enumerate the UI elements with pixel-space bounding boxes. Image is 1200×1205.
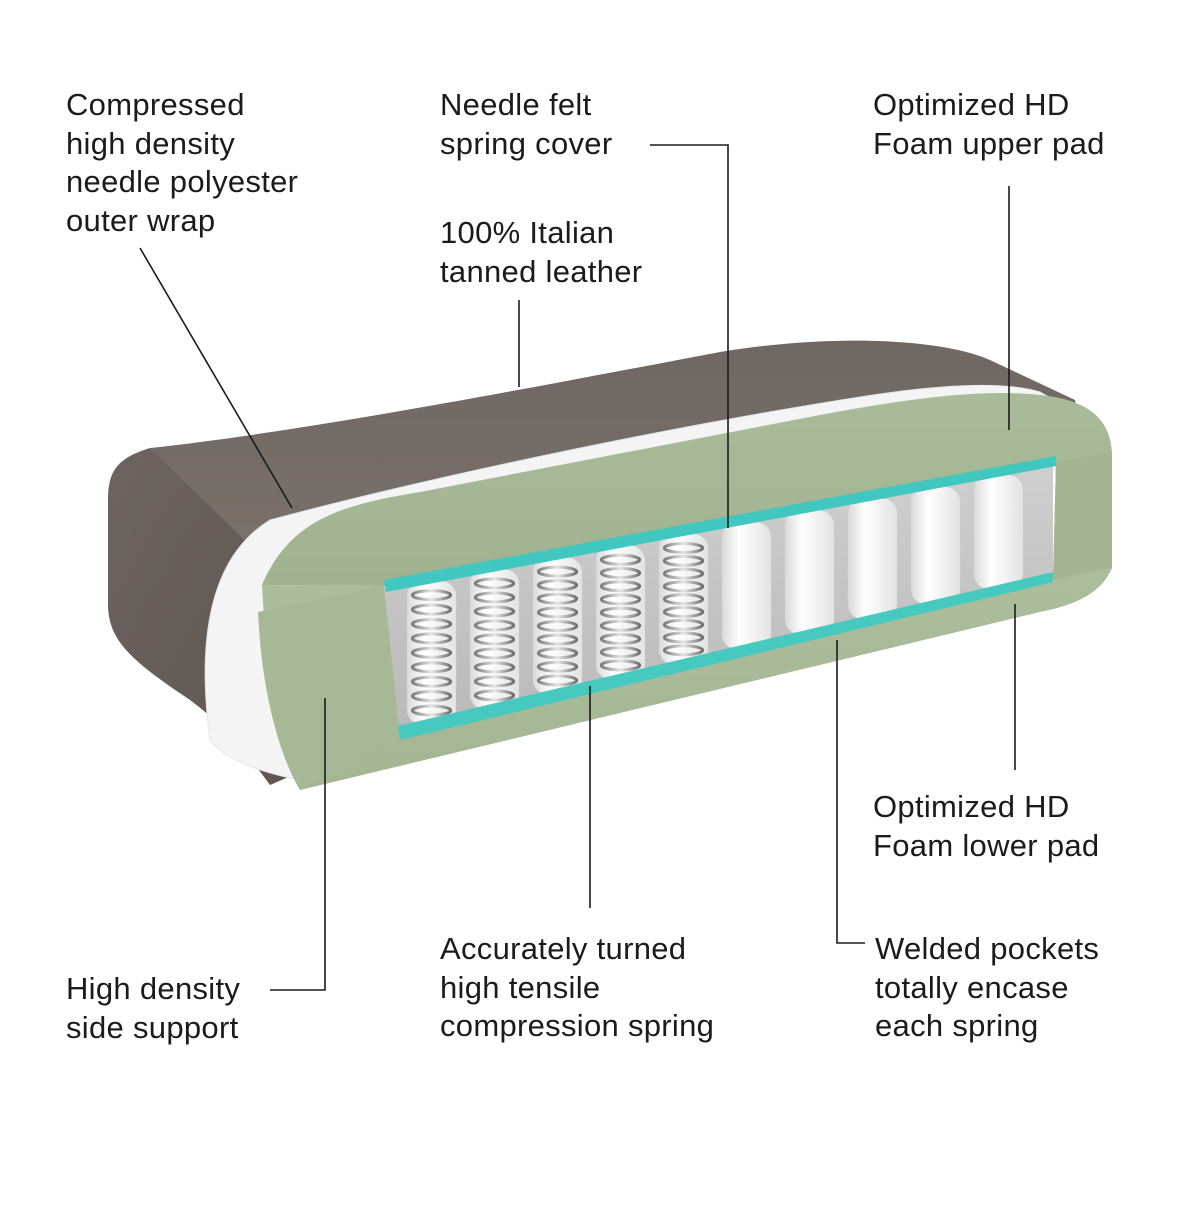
side-support-left	[258, 586, 400, 790]
spring-coil	[662, 605, 705, 618]
compression-spring	[662, 542, 705, 657]
spring-coil	[536, 565, 579, 578]
spring-pocket-encased	[784, 510, 835, 635]
spring-coil	[536, 660, 579, 673]
spring-coil	[599, 580, 642, 593]
spring-coil	[473, 661, 516, 674]
spring-coil	[473, 619, 516, 632]
spring-coil	[536, 674, 579, 687]
spring-coil	[473, 647, 516, 660]
label-upper-pad: Optimized HD Foam upper pad	[873, 87, 1105, 161]
leader-pockets	[836, 640, 865, 944]
spring-coil	[410, 646, 453, 659]
spring-coil	[536, 592, 579, 605]
spring-coil	[599, 606, 642, 619]
label-outer-wrap: Compressed high density needle polyester…	[66, 87, 299, 238]
spring-coil	[662, 542, 705, 555]
spring-coil	[536, 619, 579, 632]
foam-upper-pad	[262, 392, 1112, 586]
spring-coil	[473, 591, 516, 604]
compression-spring	[536, 565, 579, 687]
leader-side	[270, 698, 326, 991]
spring-coil	[662, 580, 705, 593]
label-pockets: Welded pockets totally encase each sprin…	[875, 931, 1100, 1043]
spring-coil	[599, 619, 642, 632]
spring-pocket-encased	[847, 498, 898, 620]
spring-coil	[410, 675, 453, 688]
spring-coil	[662, 631, 705, 644]
spring-coil	[599, 646, 642, 659]
spring-coil	[410, 690, 453, 703]
spring-coil	[536, 633, 579, 646]
spring-coil	[599, 659, 642, 672]
spring-coil	[473, 675, 516, 688]
label-needle-felt: Needle felt spring cover	[440, 87, 613, 161]
spring-coil	[410, 617, 453, 630]
spring-coil	[410, 704, 453, 717]
leader-outer-wrap	[139, 247, 293, 509]
spring-coil	[599, 566, 642, 579]
spring-coil	[473, 689, 516, 702]
spring-coil	[410, 603, 453, 616]
spring-pocket-encased	[721, 522, 772, 650]
spring-pocket-encased	[910, 486, 961, 605]
spring-coil	[536, 647, 579, 660]
spring-pocket-open	[469, 569, 520, 710]
spring-pocket-open	[532, 557, 583, 695]
spring-pocket-encased	[973, 475, 1024, 590]
compression-spring	[599, 553, 642, 672]
spring-coil	[662, 593, 705, 606]
spring-coil	[536, 606, 579, 619]
felt-cover-top	[384, 456, 1056, 592]
spring-pocket-open	[595, 545, 646, 680]
label-leather: 100% Italian tanned leather	[440, 215, 643, 289]
spring-coil	[662, 567, 705, 580]
spring-coil	[662, 554, 705, 567]
spring-pocket-open	[658, 534, 709, 665]
spring-row	[406, 475, 1024, 725]
spring-coil	[662, 618, 705, 631]
compression-spring	[410, 589, 453, 717]
spring-coil	[599, 553, 642, 566]
spring-pocket-open	[406, 581, 457, 725]
spring-coil	[536, 579, 579, 592]
leader-lines	[139, 144, 1016, 991]
side-support-right	[1053, 452, 1112, 580]
compression-spring	[473, 577, 516, 702]
spring-coil	[410, 661, 453, 674]
spring-coil	[473, 577, 516, 590]
spring-coil	[599, 632, 642, 645]
spring-coil	[473, 633, 516, 646]
spring-coil	[473, 605, 516, 618]
label-lower-pad: Optimized HD Foam lower pad	[873, 789, 1100, 863]
spring-coil	[662, 644, 705, 657]
label-side-support: High density side support	[66, 971, 241, 1045]
felt-cover-bottom	[398, 572, 1053, 740]
spring-coil	[599, 593, 642, 606]
label-spring: Accurately turned high tensile compressi…	[440, 931, 715, 1043]
leader-needle-felt	[650, 144, 729, 528]
spring-coil	[410, 632, 453, 645]
spring-coil	[410, 589, 453, 602]
